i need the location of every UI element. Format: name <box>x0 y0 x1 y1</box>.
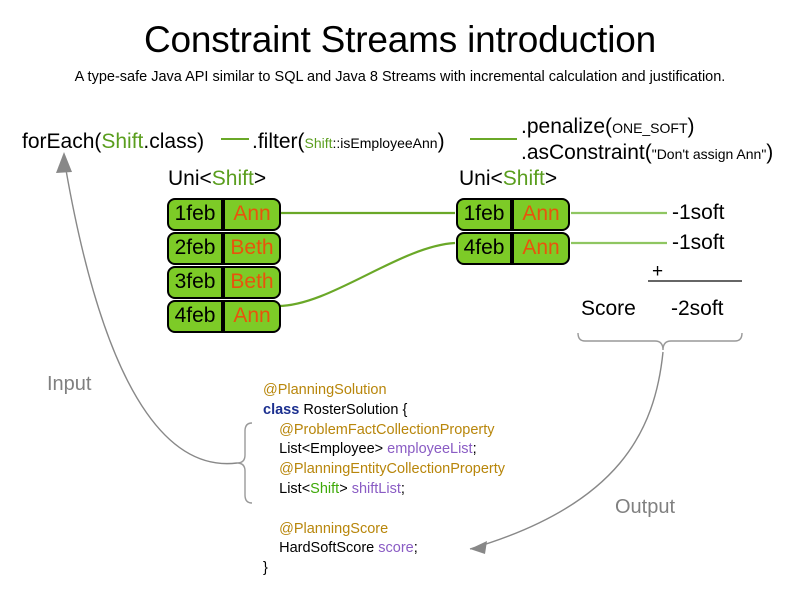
code-token-ann: @PlanningSolution <box>263 382 387 398</box>
stream-label-right: Uni<Shift> <box>459 166 557 191</box>
tuple-cell-employee: Beth <box>223 232 281 265</box>
code-token-type: > <box>339 480 352 497</box>
code-token-type: ; <box>413 540 418 557</box>
code-token-type <box>263 501 267 517</box>
code-line: List<Employee> employeeList; <box>263 440 505 460</box>
penalize-arg: ONE_SOFT <box>612 120 688 136</box>
stream-label-left: Uni<Shift> <box>168 166 266 191</box>
filter-tail: ) <box>437 130 445 153</box>
code-token-ann: @ProblemFactCollectionProperty <box>279 421 495 438</box>
uni-left-suffix: > <box>253 167 267 190</box>
code-line: @ProblemFactCollectionProperty <box>263 421 505 441</box>
input-arrow-head <box>56 152 72 173</box>
foreach-call: forEach( <box>22 130 102 153</box>
impact-label-2: -1soft <box>672 231 725 254</box>
code-token-type: HardSoftScore <box>279 540 379 557</box>
api-call-foreach: forEach(Shift.class) <box>22 129 204 154</box>
tuple-cell-date: 2feb <box>167 232 223 265</box>
score-operator: + <box>652 261 664 282</box>
page-title: Constraint Streams introduction <box>143 19 657 60</box>
code-token-field: shiftList <box>351 480 401 497</box>
penalize-tail: ) <box>687 115 695 138</box>
code-line <box>263 500 505 520</box>
api-call-penalize: .penalize(ONE_SOFT) <box>521 114 695 141</box>
tuple-cell-date: 4feb <box>456 232 512 265</box>
flow-label-input: Input <box>47 373 92 395</box>
tuple-cell-employee: Ann <box>223 300 281 333</box>
tuple-cell-employee: Ann <box>223 198 281 231</box>
tuple-cell-date: 1feb <box>167 198 223 231</box>
code-token-type: List< <box>279 480 311 497</box>
code-token-type: RosterSolution { <box>303 401 408 418</box>
tuple-cell-date: 1feb <box>456 198 512 231</box>
code-token-kw: class <box>263 401 304 418</box>
uni-right-prefix: Uni< <box>459 167 503 190</box>
tuple-cell-employee: Ann <box>512 232 570 265</box>
score-total: -2soft <box>671 297 724 320</box>
api-call-filter: .filter(Shift::isEmployeeAnn) <box>252 129 445 156</box>
uni-left-prefix: Uni< <box>168 167 212 190</box>
code-token-ann: @PlanningEntityCollectionProperty <box>279 461 506 478</box>
code-token-type: ; <box>400 480 405 497</box>
code-token-type: List<Employee> <box>279 441 388 458</box>
code-token-field: employeeList <box>387 441 473 458</box>
penalize-call: .penalize( <box>521 115 613 138</box>
code-line: @PlanningScore <box>263 520 505 540</box>
filter-arg-type: Shift <box>304 135 333 151</box>
code-line: List<Shift> shiftList; <box>263 480 505 500</box>
stream-line-row4 <box>277 241 456 308</box>
flow-label-output: Output <box>615 496 676 518</box>
asconstraint-arg: "Don't assign Ann" <box>651 146 767 162</box>
tuple-cell-date: 3feb <box>167 266 223 299</box>
page-subtitle: A type-safe Java API similar to SQL and … <box>74 69 726 85</box>
uni-right-type: Shift <box>502 167 545 190</box>
code-token-type: } <box>263 560 268 577</box>
tuple-cell-employee: Beth <box>223 266 281 299</box>
asconstraint-tail: ) <box>766 141 774 164</box>
code-line: class RosterSolution { <box>263 401 505 421</box>
foreach-tail: .class) <box>143 130 205 153</box>
foreach-type: Shift <box>101 130 144 153</box>
tuple-cell-employee: Ann <box>512 198 570 231</box>
code-token-type: ; <box>472 441 477 458</box>
code-brace <box>236 422 253 504</box>
impact-label-1: -1soft <box>672 201 725 224</box>
score-brace <box>577 332 743 351</box>
uni-left-type: Shift <box>211 167 254 190</box>
code-line: } <box>263 559 505 579</box>
code-token-green: Shift <box>310 480 340 497</box>
filter-call: .filter( <box>252 130 305 153</box>
code-line: @PlanningSolution <box>263 381 505 401</box>
code-line: @PlanningEntityCollectionProperty <box>263 460 505 480</box>
uni-right-suffix: > <box>544 167 558 190</box>
api-call-as-constraint: .asConstraint("Don't assign Ann") <box>521 140 773 167</box>
tuple-cell-date: 4feb <box>167 300 223 333</box>
asconstraint-call: .asConstraint( <box>521 141 652 164</box>
code-token-ann: @PlanningScore <box>279 520 389 537</box>
code-token-field: score <box>378 540 414 557</box>
score-label: Score <box>581 297 636 320</box>
code-line: HardSoftScore score; <box>263 539 505 559</box>
filter-arg-rest: ::isEmployeeAnn <box>332 135 438 151</box>
